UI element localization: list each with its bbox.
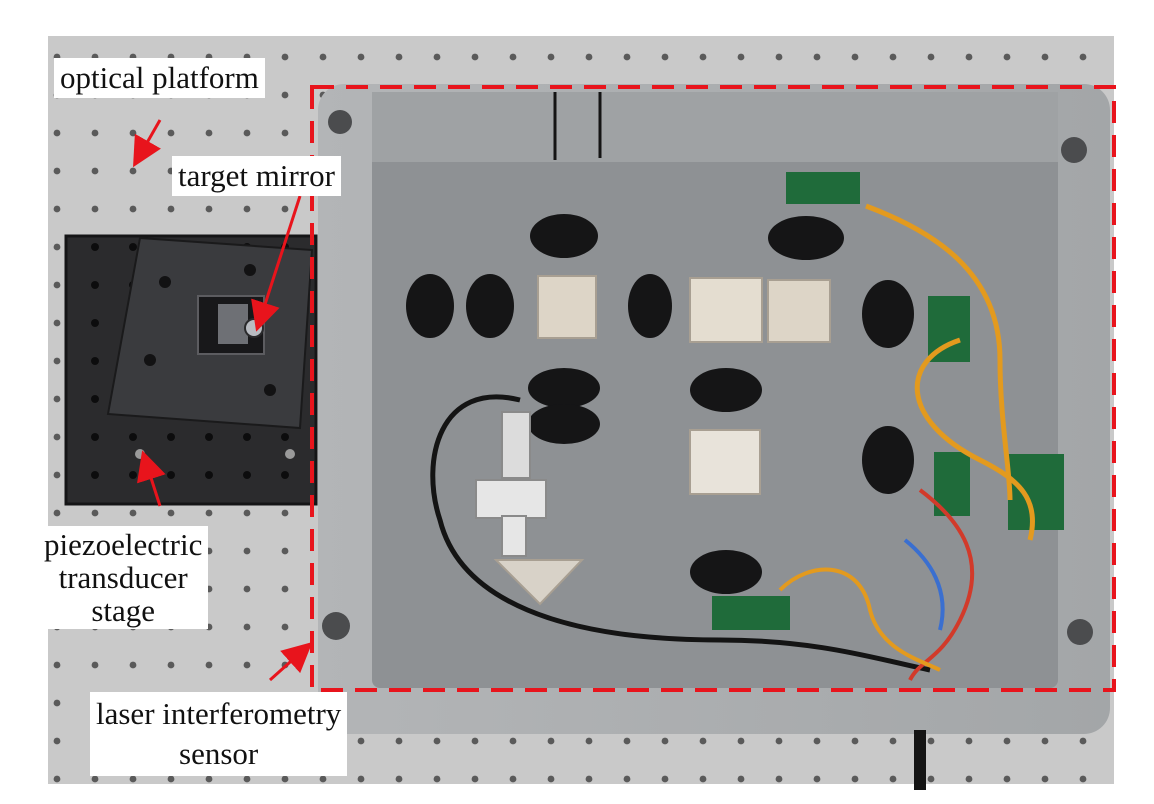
label-target-mirror-text: target mirror xyxy=(178,158,335,193)
arrow-target-mirror xyxy=(251,195,302,332)
label-target-mirror: target mirror xyxy=(172,156,341,196)
piezo-stage xyxy=(64,234,318,506)
arrow-pzt-stage xyxy=(137,450,166,507)
label-pzt-line3: stage xyxy=(91,593,156,628)
label-pzt-stage: piezoelectric transducer stage xyxy=(38,526,209,629)
label-sensor-line2: sensor xyxy=(179,736,259,771)
label-optical-platform-text: optical platform xyxy=(60,60,259,95)
label-sensor-line1: laser interferometry xyxy=(96,696,342,731)
arrow-sensor xyxy=(268,641,313,682)
sensor-outline xyxy=(310,85,1116,692)
label-pzt-line1: piezoelectric xyxy=(44,527,203,562)
label-optical-platform: optical platform xyxy=(54,58,265,98)
target-mirror xyxy=(197,295,265,355)
sensor-enclosure xyxy=(318,84,1110,790)
arrow-optical-platform xyxy=(133,119,162,168)
label-sensor: laser interferometry sensor xyxy=(90,692,348,776)
label-pzt-line2: transducer xyxy=(58,560,188,595)
